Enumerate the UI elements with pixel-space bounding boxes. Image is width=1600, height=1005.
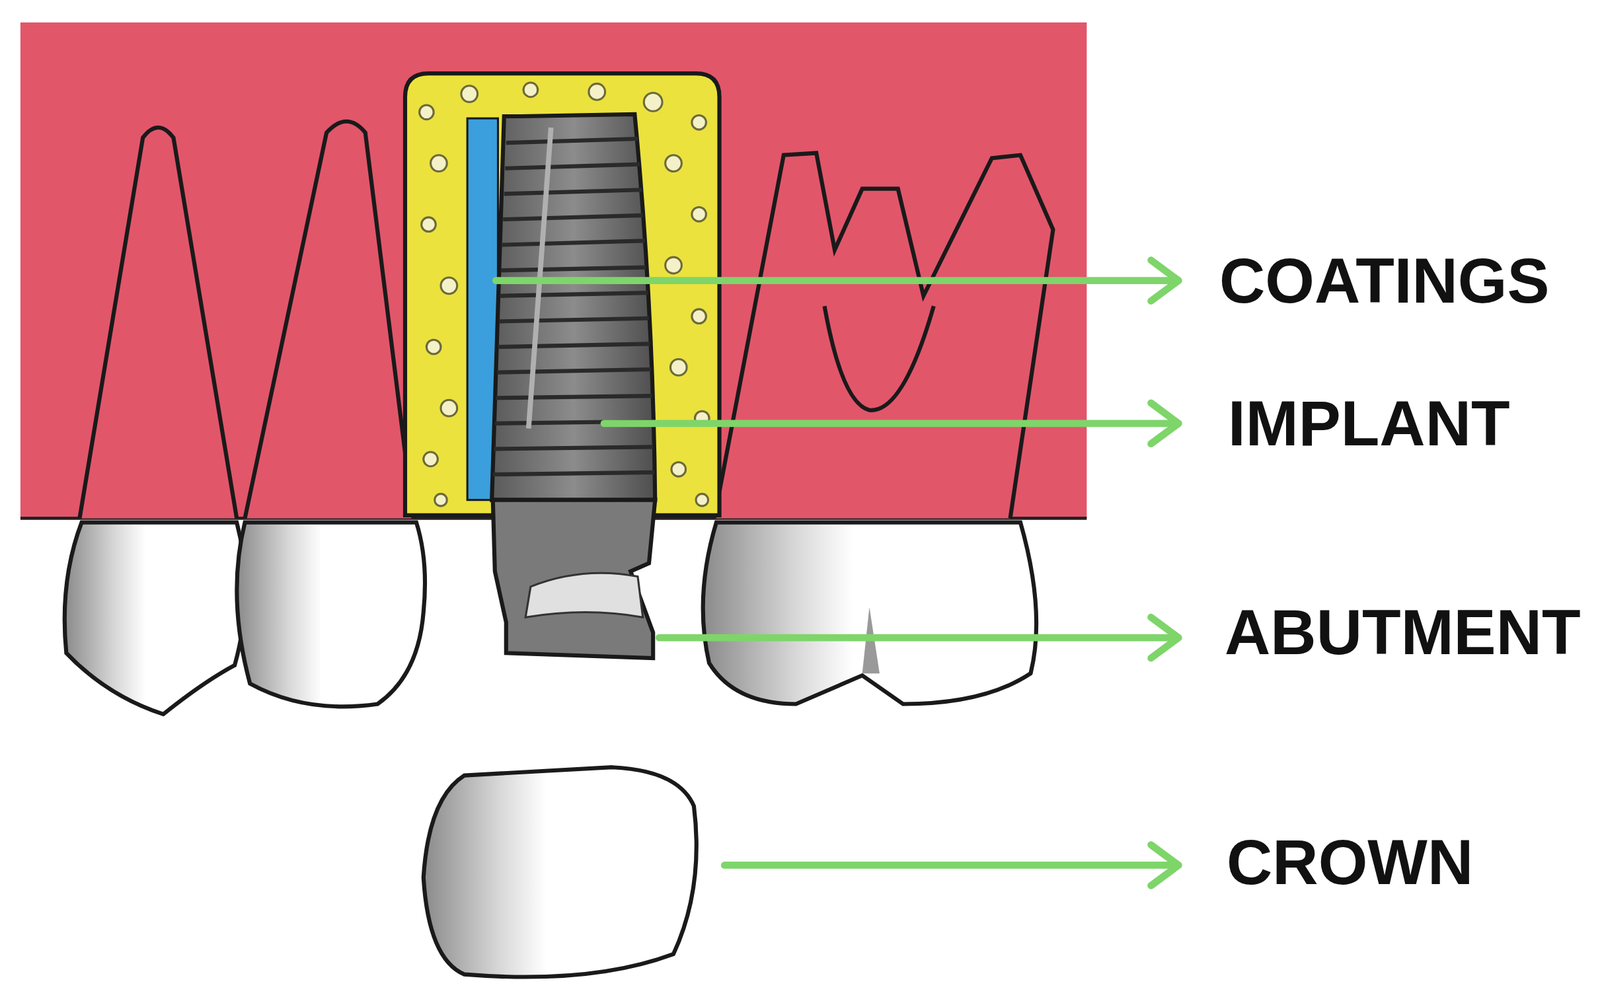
root [79,127,237,519]
tooth-crown [64,522,246,715]
bone [405,73,720,516]
part-label: ABUTMENT [1224,600,1581,665]
tooth-crown [236,522,425,708]
part-label: COATINGS [1219,249,1550,313]
molar-root [714,153,1054,519]
part-label: IMPLANT [1227,391,1511,456]
root [245,121,414,519]
gum [20,22,1087,519]
leader-arrows [495,260,1179,887]
crown [423,767,697,977]
tooth-crown [703,522,1037,705]
abutment [493,500,655,659]
part-label: CROWN [1226,830,1474,895]
implant [491,114,655,501]
